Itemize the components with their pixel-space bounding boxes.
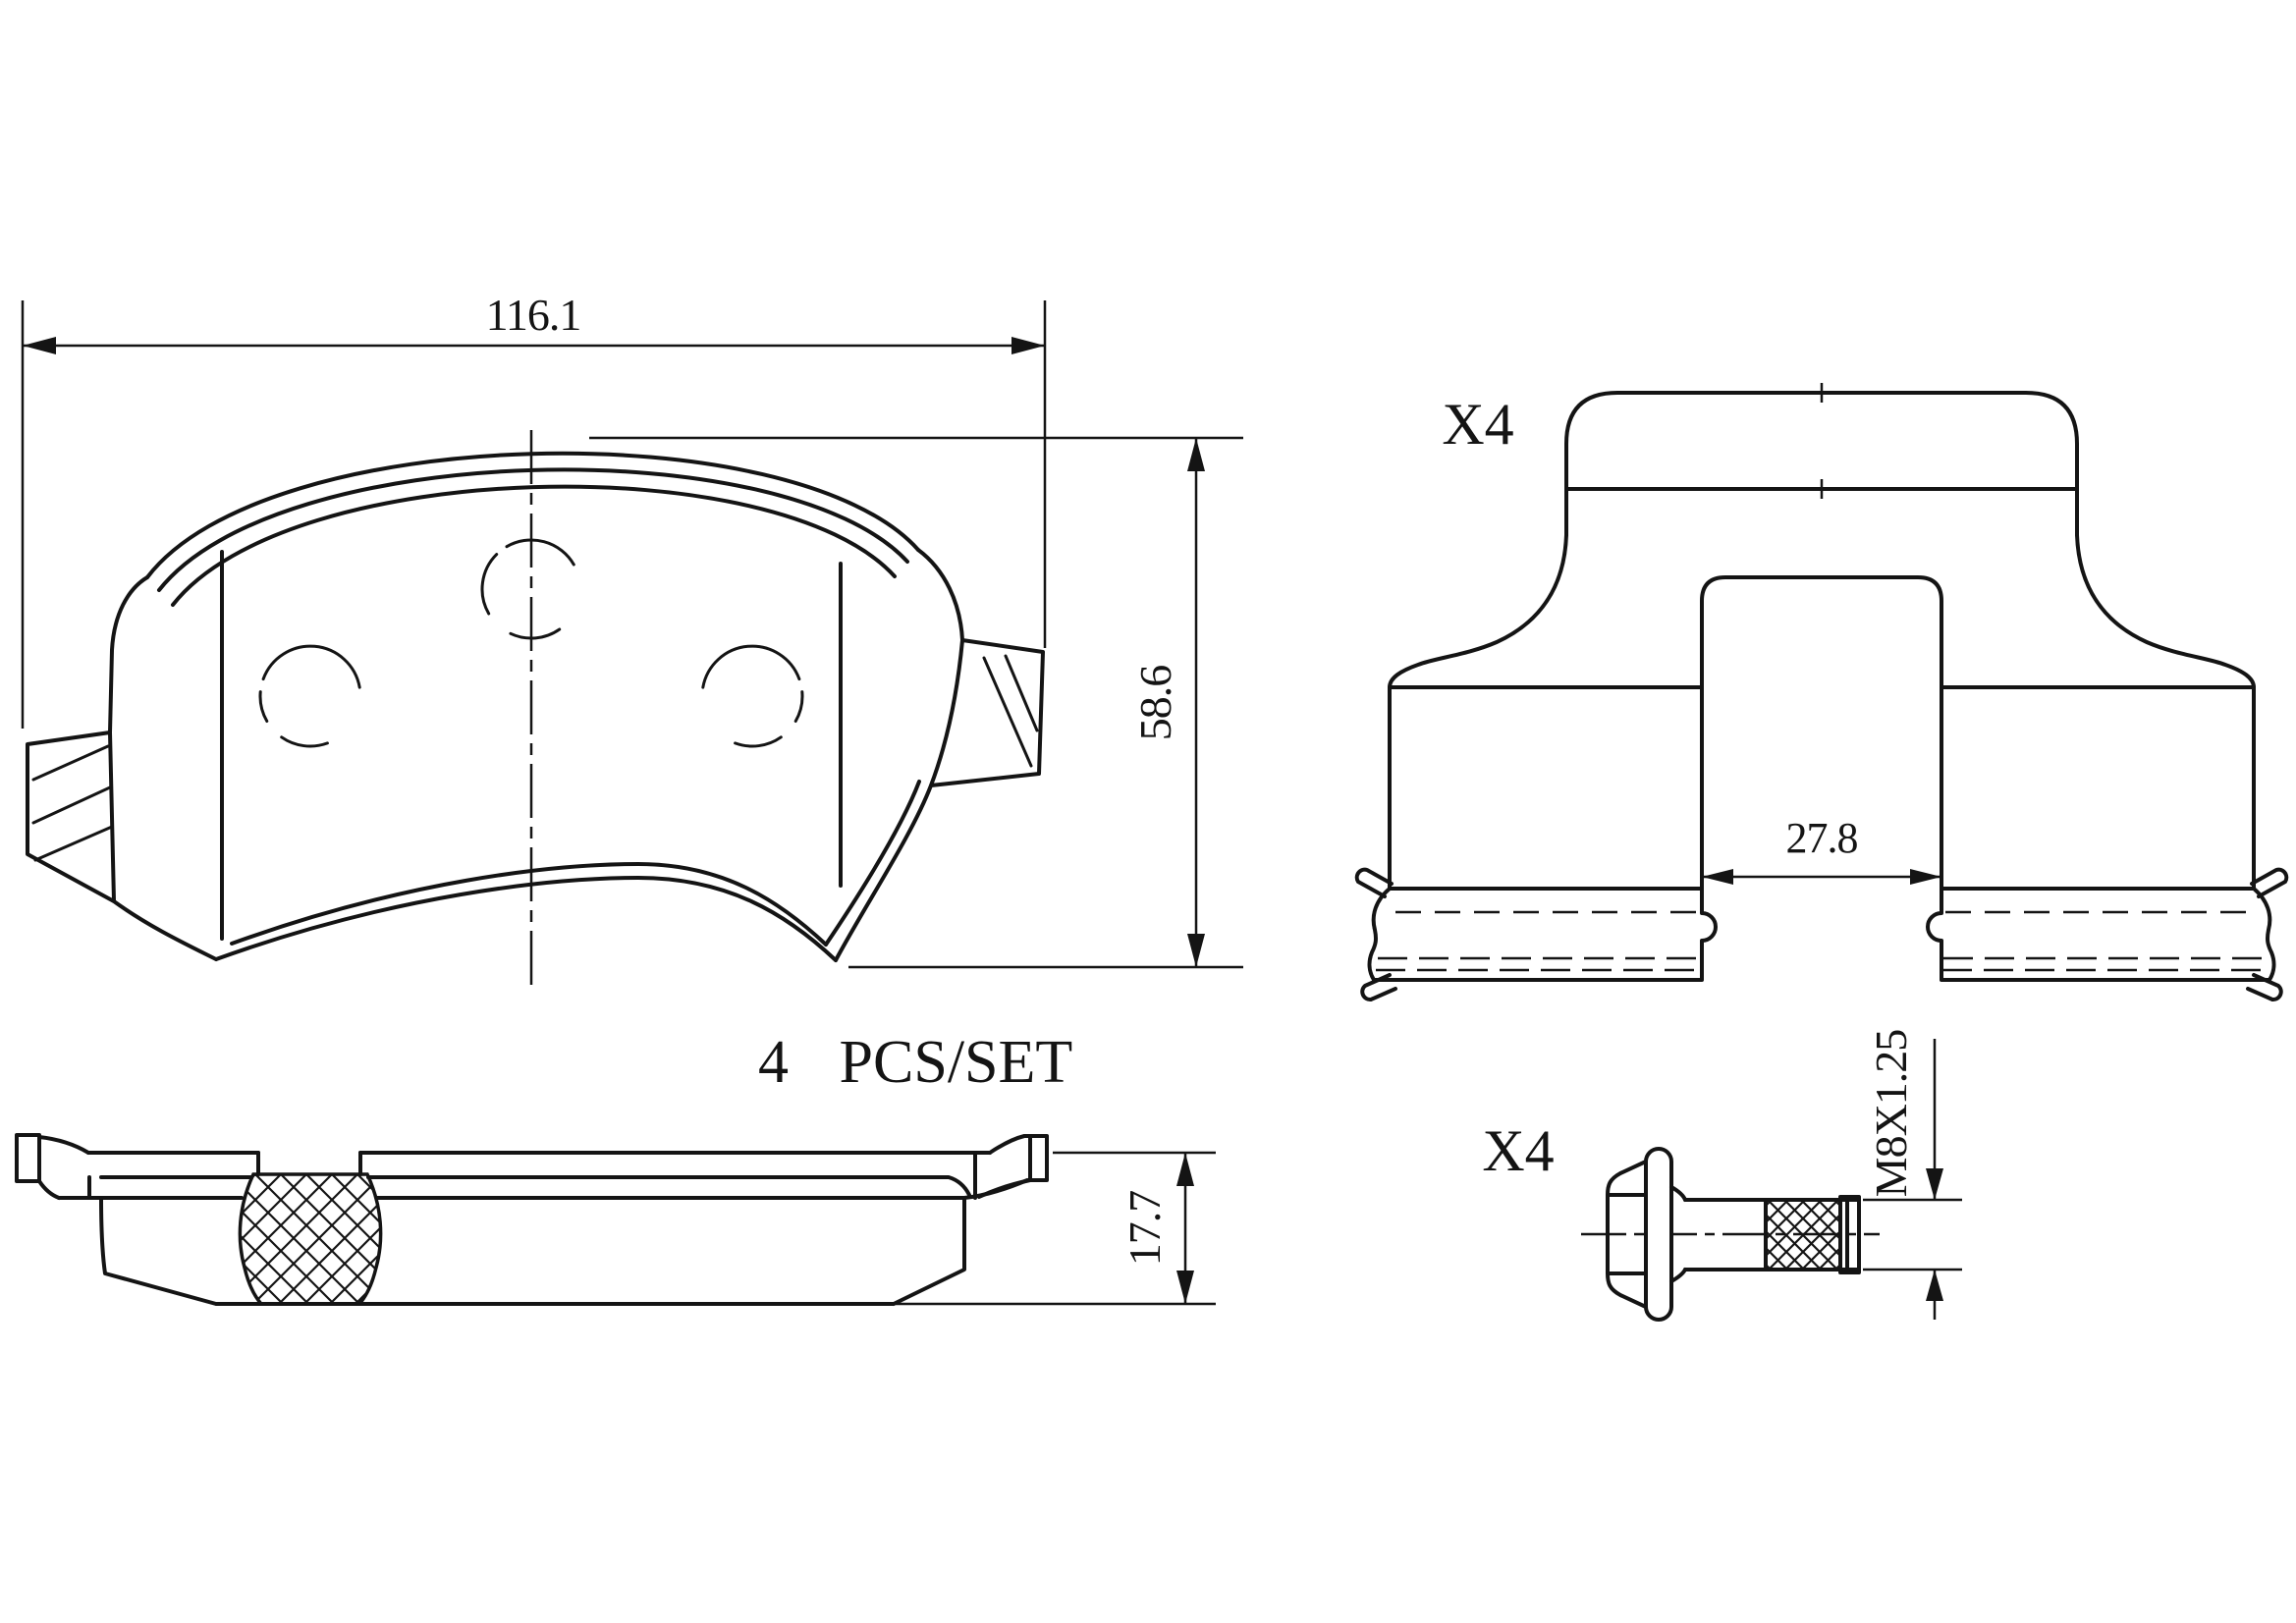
dim-gap-arrow-right <box>1910 869 1941 885</box>
dim-width-ext-lines <box>21 300 1047 729</box>
side-backplate-midline <box>87 1175 971 1200</box>
side-wear-sensor-hatch <box>238 1172 383 1306</box>
pad-left-ear-hatch <box>31 744 114 862</box>
bolt-knurl-hatch <box>1764 1198 1842 1271</box>
set-quantity-label: 4 PCS/SET <box>758 1029 1072 1096</box>
dim-thread-arrow-top <box>1926 1168 1943 1200</box>
pad-left-outline <box>26 575 218 961</box>
clip-spring-tabs <box>1354 867 2289 1001</box>
pad-right-ear-hatch <box>982 654 1039 768</box>
clip-hidden-lines-bottom <box>1376 956 2267 972</box>
bolt-hex-head <box>1606 1159 1650 1310</box>
dim-height-arrow-bottom <box>1187 934 1205 967</box>
dim-thickness-arrow-bottom <box>1176 1271 1194 1304</box>
dim-thickness-value: 17.7 <box>1120 1191 1170 1267</box>
pad-side-view: 17.7 <box>15 1133 1216 1306</box>
pad-right-outline <box>824 548 1045 962</box>
dim-height-value: 58.6 <box>1130 666 1180 741</box>
clip-flare-right <box>2075 533 2256 689</box>
dim-gap-value: 27.8 <box>1786 814 1858 862</box>
pad-front-view: 116.1 58.6 <box>21 290 1243 986</box>
bolt-qty-label: X4 <box>1482 1118 1554 1183</box>
dim-height-ext-lines <box>589 436 1243 969</box>
dim-thickness: 17.7 <box>896 1151 1216 1306</box>
clip-window-notch <box>1700 575 1943 981</box>
dim-clip-gap: 27.8 <box>1702 814 1941 885</box>
side-sensor-slot <box>256 1151 362 1176</box>
dim-thread-value: M8X1.25 <box>1866 1030 1916 1198</box>
dim-thickness-ext-lines <box>896 1151 1216 1306</box>
dim-width-arrow-left <box>23 337 56 354</box>
dim-thread-ext-lines <box>1863 1198 1962 1271</box>
dim-height: 58.6 <box>589 436 1243 969</box>
dim-thread: M8X1.25 <box>1863 1030 1962 1320</box>
dim-gap-arrow-left <box>1702 869 1733 885</box>
pad-friction-edges <box>220 550 843 941</box>
dim-thickness-arrow-top <box>1176 1153 1194 1186</box>
clip-flare-left <box>1388 533 1568 689</box>
pad-bottom-outline <box>214 862 838 962</box>
clip-outer-sides <box>1388 685 2256 891</box>
dim-width: 116.1 <box>21 290 1047 729</box>
clip-block-outer-sides <box>1367 887 2276 982</box>
clip-view: X4 27.8 <box>1354 383 2289 1001</box>
clip-qty-label: X4 <box>1442 392 1513 457</box>
dim-thread-arrow-bottom <box>1926 1270 1943 1301</box>
dim-width-value: 116.1 <box>486 290 581 340</box>
bolt-thread-collar <box>1838 1195 1861 1274</box>
clip-hat-outline <box>1564 391 2079 537</box>
side-left-tab <box>15 1133 90 1200</box>
side-backplate-bottom <box>57 1178 1029 1200</box>
bolt-flange-washer <box>1644 1147 1673 1322</box>
bolt-view: X4 M8X1.25 <box>1482 1030 1962 1322</box>
pad-holes <box>258 538 804 748</box>
side-friction-outline <box>99 1151 977 1306</box>
pad-top-arcs <box>145 451 920 607</box>
dim-height-arrow-top <box>1187 438 1205 471</box>
dim-width-arrow-right <box>1011 337 1045 354</box>
